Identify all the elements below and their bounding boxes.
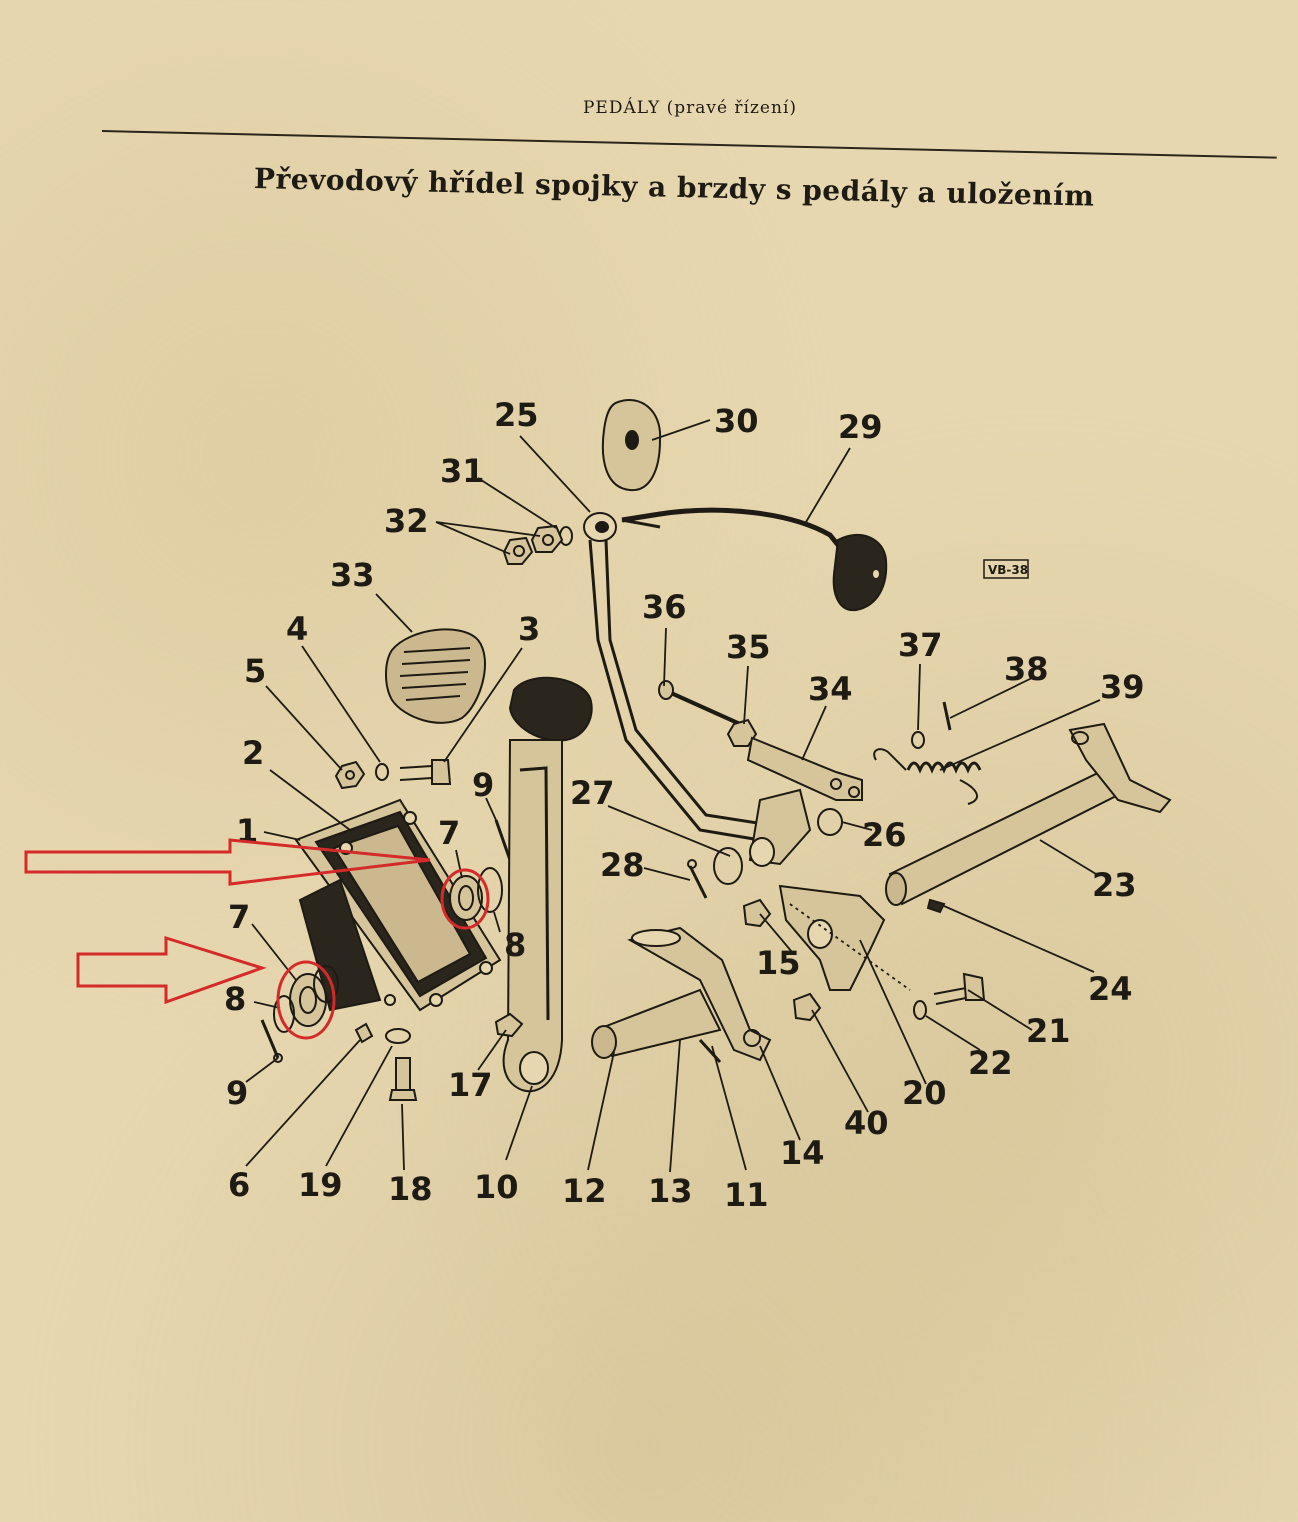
part-29-clutch-pedal [621,507,888,612]
part-9-pins [260,819,512,1063]
part-label-3: 3 [518,610,540,648]
parts-34-35-36-pushrod [658,680,863,801]
annotation-circle-upper [440,868,490,930]
part-label-29: 29 [838,408,883,446]
part-label-35: 35 [726,628,771,666]
part-label-2: 2 [242,734,264,772]
part-label-14: 14 [780,1134,825,1172]
part-label-9-upper: 9 [472,766,494,804]
part-label-11: 11 [724,1176,769,1214]
part-label-17: 17 [448,1066,493,1104]
part-label-7-upper: 7 [438,814,460,852]
part-label-23: 23 [1092,866,1137,904]
section-header: PEDÁLY (pravé řízení) [582,98,798,118]
annotation-arrow-upper [24,838,431,886]
part-33-brake-pad [385,628,487,724]
part-label-37: 37 [898,626,943,664]
part-label-24: 24 [1088,970,1133,1008]
part-label-27: 27 [570,774,615,812]
part-31-32-nuts [502,524,573,565]
reference-code: VB-38 [988,563,1028,577]
part-label-26: 26 [862,816,907,854]
part-label-40: 40 [844,1104,889,1142]
part-label-8-upper: 8 [504,926,526,964]
part-label-21: 21 [1026,1012,1071,1050]
part-label-6: 6 [228,1166,250,1204]
part-label-7-lower: 7 [228,898,250,936]
parts-17-18-19-fasteners [354,1012,524,1101]
part-label-25: 25 [494,396,539,434]
part-label-33: 33 [330,556,375,594]
part-10-brake-pedal [502,676,593,1093]
part-label-18: 18 [388,1170,433,1208]
part-label-1: 1 [236,812,258,850]
part-label-31: 31 [440,452,485,490]
part-label-4: 4 [286,610,308,648]
red-annotations [24,838,490,1040]
part-label-20: 20 [902,1074,947,1112]
part-label-12: 12 [562,1172,607,1210]
annotation-circle-lower [276,960,336,1040]
part-label-39: 39 [1100,668,1145,706]
part-30-pad-cap [601,399,662,492]
part-number-labels: 1 2 3 4 5 6 7 7 8 8 9 9 10 11 12 13 14 1… [224,396,1145,1214]
part-label-19: 19 [298,1166,343,1204]
part-23-shaft [885,722,1172,914]
parts-12-13-14-shaft-lever [591,926,772,1064]
part-label-36: 36 [642,588,687,626]
part-label-38: 38 [1004,650,1049,688]
part-7-8-bushings [273,867,503,1033]
part-25-pivot-arm [583,512,771,842]
part-label-5: 5 [244,652,266,690]
reference-code-box: VB-38 [983,559,1029,579]
part-label-15: 15 [756,944,801,982]
part-label-22: 22 [968,1044,1013,1082]
parts-3-4-5-fasteners [334,759,452,790]
part-label-9-lower: 9 [226,1074,248,1112]
part-label-10: 10 [474,1168,519,1206]
part-label-34: 34 [808,670,853,708]
part-label-32: 32 [384,502,429,540]
parts-21-22-bolt [913,972,986,1020]
part-label-28: 28 [600,846,645,884]
part-label-13: 13 [648,1172,693,1210]
part-label-8-lower: 8 [224,980,246,1018]
parts-37-38-39-spring [873,701,982,805]
part-label-30: 30 [714,402,759,440]
annotation-arrow-lower [76,935,267,1005]
parts-26-27-28 [687,788,843,899]
